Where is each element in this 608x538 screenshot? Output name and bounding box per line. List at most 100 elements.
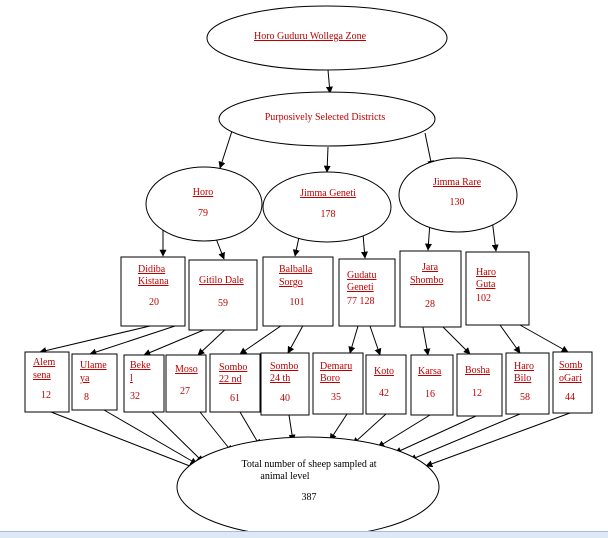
arrow-haro-to-harobilo bbox=[499, 324, 521, 354]
village-count: 44 bbox=[565, 392, 575, 403]
subdistrict-name-line1: Gudatu bbox=[347, 270, 376, 281]
zone-label: Horo Guduru Wollega Zone bbox=[254, 31, 367, 42]
village-ulame-ya: Ulame ya 8 bbox=[71, 353, 118, 411]
subdistrict-name-line1: Balballa bbox=[279, 264, 313, 275]
village-name-line2: 24 th bbox=[270, 373, 290, 384]
arrow-sombo24-to-total bbox=[288, 414, 296, 442]
village-sombo-gari: Somb oGari 44 bbox=[552, 351, 593, 414]
subdistrict-name-line2: Sorgo bbox=[279, 277, 303, 288]
village-name-line1: Koto bbox=[374, 366, 394, 377]
subdistrict-count: 20 bbox=[149, 297, 159, 308]
subdistrict-gudatu-geneti: Gudatu Geneti 77 128 bbox=[338, 258, 396, 327]
window-bottom-border bbox=[0, 531, 608, 538]
subdistrict-name-line2: Geneti bbox=[347, 282, 374, 293]
district-count: 178 bbox=[321, 209, 336, 220]
arrow-haro-to-sombogari bbox=[519, 324, 569, 353]
subdistrict-name-line1: Jara bbox=[422, 262, 439, 273]
subdistrict-name-line1: Gitilo Dale bbox=[199, 275, 244, 286]
village-name-line2: Bilo bbox=[514, 373, 531, 384]
village-name-line2: Boro bbox=[320, 373, 340, 384]
subdistrict-name-line2: Guta bbox=[476, 279, 496, 290]
village-name-line1: Moso bbox=[175, 364, 198, 375]
subdistrict-name-line1: Didiba bbox=[138, 264, 166, 275]
total-node: Total number of sheep sampled at animal … bbox=[176, 436, 440, 537]
arrow-harobilo-to-total bbox=[409, 413, 521, 461]
arrow-selection-to-jimma-geneti bbox=[323, 146, 331, 173]
arrow-demaru-to-total bbox=[329, 413, 348, 441]
selection-node: Purposively Selected Districts bbox=[218, 91, 436, 147]
village-sombo-22nd: Sombo 22 nd 61 bbox=[209, 353, 261, 413]
district-name: Jimma Rare bbox=[433, 177, 482, 188]
village-bosha: Bosha 12 bbox=[456, 353, 503, 417]
village-name-line1: Sombo bbox=[270, 361, 298, 372]
arrow-selection-to-horo bbox=[218, 130, 233, 169]
village-count: 8 bbox=[84, 392, 89, 403]
subdistrict-name-line2: Shombo bbox=[410, 275, 443, 286]
arrow-zone-to-selection bbox=[325, 69, 333, 94]
total-count: 387 bbox=[302, 492, 317, 503]
district-count: 130 bbox=[450, 197, 465, 208]
arrow-moso-to-total bbox=[199, 411, 233, 453]
arrow-selection-to-jimma-rare bbox=[424, 132, 435, 168]
arrow-koto-to-total bbox=[352, 413, 387, 445]
district-count: 79 bbox=[198, 208, 208, 219]
village-count: 40 bbox=[280, 393, 290, 404]
subdistrict-count: 101 bbox=[290, 297, 305, 308]
subdistrict-count: 28 bbox=[425, 299, 435, 310]
village-count: 12 bbox=[41, 390, 51, 401]
district-jimma-geneti: Jimma Geneti 178 bbox=[262, 171, 392, 243]
village-alem-sena: Alem sena 12 bbox=[24, 351, 70, 413]
total-label-line2: animal level bbox=[260, 471, 309, 482]
village-name-line2: l bbox=[130, 373, 133, 384]
village-count: 27 bbox=[180, 386, 190, 397]
village-name-line1: Karsa bbox=[418, 366, 442, 377]
arrow-sombogari-to-total bbox=[425, 412, 571, 468]
village-name-line1: Demaru bbox=[320, 361, 352, 372]
arrow-karsa-to-total bbox=[377, 414, 431, 448]
village-demaru-boro: Demaru Boro 35 bbox=[312, 352, 364, 415]
arrow-gudatu-to-demaru bbox=[348, 325, 359, 354]
village-bekel: Beke l 32 bbox=[123, 354, 165, 413]
subdistrict-balballa-sorgo: Balballa Sorgo 101 bbox=[262, 256, 334, 327]
arrow-bekel-to-total bbox=[151, 411, 204, 463]
village-name-line1: Somb bbox=[559, 360, 582, 371]
village-name-line2: 22 nd bbox=[219, 374, 242, 385]
village-name-line1: Ulame bbox=[80, 360, 107, 371]
village-name-line1: Sombo bbox=[219, 362, 247, 373]
village-count: 42 bbox=[379, 388, 389, 399]
subdistrict-didiba-kistana: Didiba Kistana 20 bbox=[120, 256, 186, 327]
village-count: 12 bbox=[472, 388, 482, 399]
subdistrict-name-line2: Kistana bbox=[138, 276, 169, 287]
subdistrict-jara-shombo: Jara Shombo 28 bbox=[399, 250, 462, 328]
village-name-line2: oGari bbox=[559, 373, 582, 384]
village-moso: Moso 27 bbox=[165, 354, 207, 413]
arrow-ulameya-to-total bbox=[103, 409, 198, 465]
arrow-alemsena-to-total bbox=[50, 411, 196, 469]
village-karsa: Karsa 16 bbox=[410, 354, 454, 416]
district-name: Jimma Geneti bbox=[300, 188, 356, 199]
subdistrict-count: 102 bbox=[476, 293, 491, 304]
village-count: 58 bbox=[520, 392, 530, 403]
total-label-line1: Total number of sheep sampled at bbox=[241, 459, 376, 470]
district-jimma-rare: Jimma Rare 130 bbox=[398, 157, 518, 233]
village-name-line1: Haro bbox=[514, 361, 534, 372]
village-count: 32 bbox=[130, 391, 140, 402]
subdistrict-name-line1: Haro bbox=[476, 267, 496, 278]
village-count: 16 bbox=[425, 389, 435, 400]
village-name-line1: Beke bbox=[130, 360, 151, 371]
village-name-line2: ya bbox=[80, 373, 90, 384]
subdistrict-count: 59 bbox=[218, 298, 228, 309]
arrow-gudatu-to-koto bbox=[369, 325, 382, 356]
village-koto: Koto 42 bbox=[365, 354, 407, 415]
arrow-didiba-to-ulameya bbox=[89, 325, 176, 356]
village-sombo-24th: Sombo 24 th 40 bbox=[260, 352, 310, 416]
selection-label: Purposively Selected Districts bbox=[265, 112, 386, 123]
village-name-line1: Bosha bbox=[465, 365, 491, 376]
subdistrict-count: 77 128 bbox=[347, 296, 375, 307]
subdistrict-gitilo-dale: Gitilo Dale 59 bbox=[188, 259, 258, 331]
village-count: 35 bbox=[331, 392, 341, 403]
zone-node: Horo Guduru Wollega Zone bbox=[206, 5, 448, 71]
district-horo: Horo 79 bbox=[145, 166, 263, 242]
village-count: 61 bbox=[230, 393, 240, 404]
